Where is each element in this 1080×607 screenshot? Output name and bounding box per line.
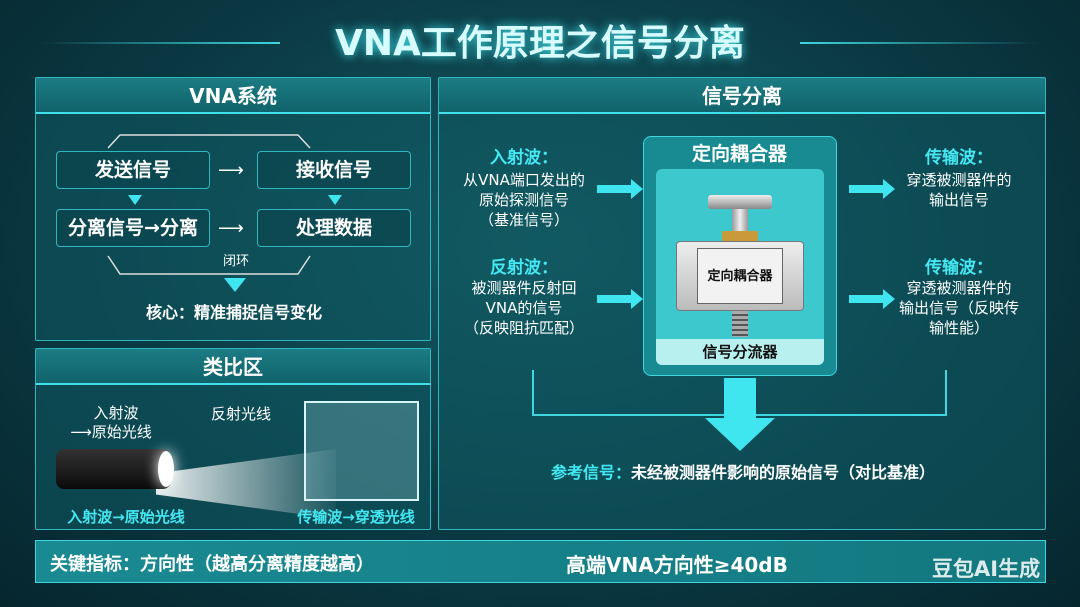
arrow-down-icon — [328, 195, 342, 205]
page-title: VNA工作原理之信号分离 — [335, 23, 745, 64]
reflected-line: VNA的信号 — [485, 299, 563, 317]
arrow-down-icon — [224, 278, 246, 292]
coupler-body: 定向耦合器 — [676, 241, 804, 311]
incident-title: 入射波： — [490, 148, 558, 168]
panel-heading: 类比区 — [36, 349, 430, 385]
caption-right: 传输波→穿透光线 — [297, 508, 415, 526]
connector-ring — [722, 231, 758, 241]
arrow-right-icon: ⟶ — [218, 218, 244, 239]
loop-label: 闭环 — [222, 254, 249, 269]
incident-line: 原始探测信号 — [478, 191, 569, 209]
footer-bar: 关键指标：方向性（越高分离精度越高） 高端VNA方向性≥40dB — [35, 540, 1046, 583]
reflected-label: 反射光线 — [210, 405, 271, 423]
arrow-right-icon — [849, 179, 895, 199]
watermark: 豆包AI生成 — [932, 557, 1041, 581]
arrow-down-icon — [128, 195, 142, 205]
flashlight-icon — [56, 449, 171, 489]
connector-thread — [732, 311, 748, 337]
connector-icon — [708, 195, 772, 209]
flashlight-lens — [158, 451, 174, 487]
receive-signal-box: 接收信号 — [257, 151, 411, 189]
transmission-title: 传输波： — [925, 258, 993, 278]
transmission-line: 输性能） — [928, 319, 989, 337]
key-metric: 关键指标：方向性（越高分离精度越高） — [50, 554, 374, 575]
reference-title: 参考信号： — [550, 463, 631, 482]
send-signal-box: 发送信号 — [56, 151, 210, 189]
arrow-right-icon: ⟶ — [218, 160, 244, 181]
reference-text: 参考信号：未经被测器件影响的原始信号（对比基准） — [439, 463, 1047, 483]
title-decor-right — [800, 42, 1040, 44]
arrow-right-icon — [597, 289, 643, 309]
arrow-right-icon — [597, 179, 643, 199]
process-data-box: 处理数据 — [257, 209, 411, 247]
loop-lines — [107, 134, 311, 275]
vna-system-panel: VNA系统 发送信号 接收信号 分离信号→分离 处理数据 ⟶ ⟶ 闭环 核心：精… — [35, 77, 431, 341]
reference-description: 未经被测器件影响的原始信号（对比基准） — [631, 463, 936, 482]
title-decor-left — [40, 42, 280, 44]
panel-heading: 信号分离 — [439, 78, 1045, 114]
panel-heading: VNA系统 — [36, 78, 430, 114]
transmission-line: 输出信号 — [928, 191, 989, 209]
incident-line: （基准信号） — [478, 211, 569, 229]
core-text: 核心：精准捕捉信号变化 — [145, 303, 322, 322]
glass-cube-icon — [304, 401, 419, 501]
directivity-spec: 高端VNA方向性≥40dB — [566, 553, 788, 577]
incident-original-label: ⟶原始光线 — [70, 423, 152, 441]
reflected-line: 被测器件反射回 — [471, 279, 577, 297]
transmission-line: 穿透被测器件的 — [906, 171, 1012, 189]
coupler-card: 定向耦合器 定向耦合器 信号分流器 — [643, 136, 837, 376]
separate-signal-box: 分离信号→分离 — [56, 209, 210, 247]
coupler-label: 定向耦合器 — [697, 248, 783, 304]
transmission-line: 穿透被测器件的 — [906, 279, 1012, 297]
reflected-title: 反射波： — [490, 258, 558, 278]
signal-separation-panel: 信号分离 入射波： 从VNA端口发出的 原始探测信号 （基准信号） 反射波： 被… — [438, 77, 1046, 530]
analogy-panel: 类比区 入射波 ⟶原始光线 反射光线 入射波→原始光线 传输波→穿透光线 — [35, 348, 431, 530]
incident-line: 从VNA端口发出的 — [463, 171, 585, 189]
transmission-title: 传输波： — [925, 148, 993, 168]
transmission-line: 输出信号（反映传 — [898, 299, 1019, 317]
reference-connector — [532, 370, 947, 451]
coupler-image: 定向耦合器 信号分流器 — [656, 169, 824, 365]
reflected-line: （反映阻抗匹配） — [463, 319, 584, 337]
arrow-right-icon — [849, 289, 895, 309]
incident-label: 入射波 — [93, 404, 139, 422]
caption-left: 入射波→原始光线 — [67, 508, 185, 526]
splitter-label: 信号分流器 — [656, 339, 824, 365]
coupler-title: 定向耦合器 — [691, 143, 787, 165]
